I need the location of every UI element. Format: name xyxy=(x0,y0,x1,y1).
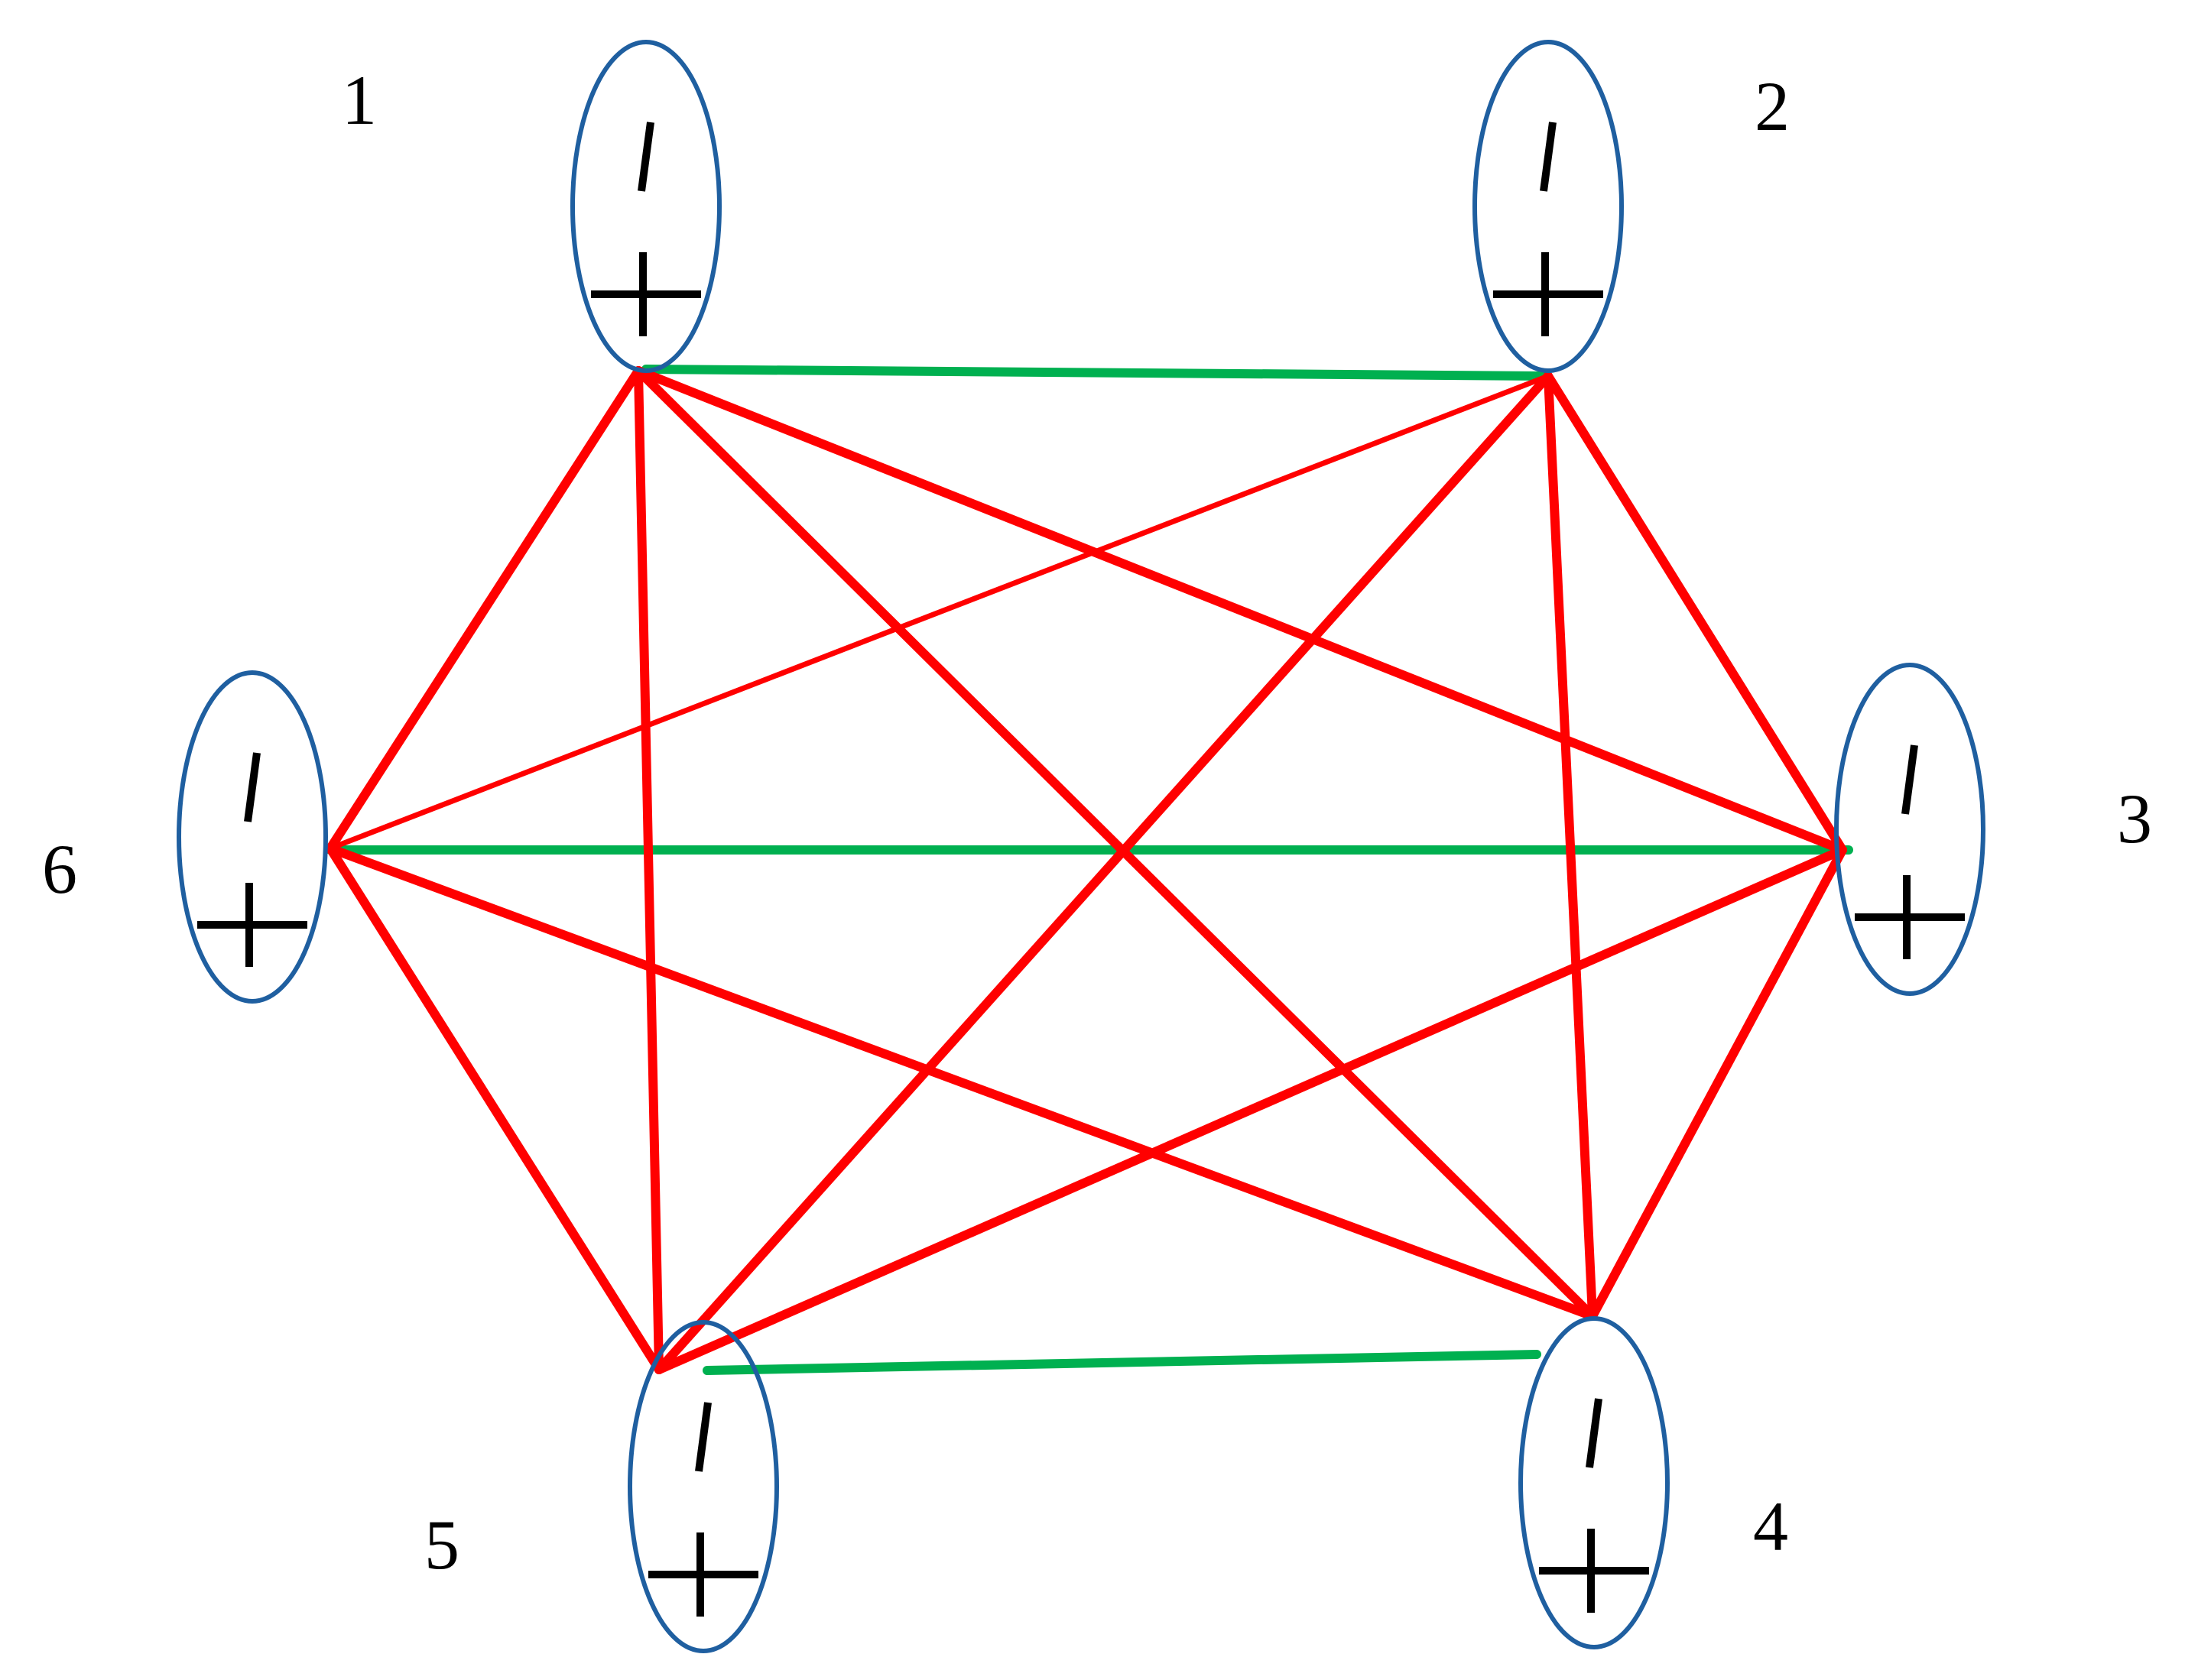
node-label-3: 3 xyxy=(2117,780,2152,858)
edges-layer xyxy=(326,365,1853,1375)
edge-2-5-red xyxy=(654,371,1553,1374)
dipole-node-5 xyxy=(628,1320,779,1653)
plus-sign-icon xyxy=(591,252,701,336)
node-label-4: 4 xyxy=(1753,1487,1788,1565)
node-label-5: 5 xyxy=(424,1506,459,1584)
dipole-node-4 xyxy=(1518,1316,1670,1649)
minus-sign-icon xyxy=(1901,744,1918,815)
plus-sign-icon xyxy=(197,883,307,967)
edge-3-5-red xyxy=(654,845,1847,1374)
dipole-ellipse-1 xyxy=(570,40,722,373)
edge-1-6-red xyxy=(326,366,643,853)
plus-sign-icon xyxy=(1855,875,1965,959)
edge-2-4-red xyxy=(1544,371,1597,1321)
edge-1-5-red xyxy=(634,366,664,1374)
node-label-1: 1 xyxy=(342,61,377,139)
plus-sign-icon xyxy=(648,1532,758,1617)
nodes-layer xyxy=(177,40,1985,1653)
minus-sign-icon xyxy=(638,122,654,192)
minus-sign-icon xyxy=(244,752,261,822)
edge-2-6-red xyxy=(327,373,1551,851)
edge-1-2-green xyxy=(641,365,1547,381)
plus-sign-icon xyxy=(1493,252,1603,336)
edge-1-3-red xyxy=(634,366,1847,855)
edge-2-3-red xyxy=(1544,371,1847,855)
dipole-ellipse-2 xyxy=(1472,40,1624,373)
minus-sign-icon xyxy=(1540,122,1557,192)
dipole-node-2 xyxy=(1472,40,1624,373)
dipole-node-1 xyxy=(570,40,722,373)
edge-6-5-red xyxy=(326,844,664,1374)
minus-sign-icon xyxy=(1586,1398,1602,1468)
edge-3-4-red xyxy=(1588,845,1847,1321)
node-label-6: 6 xyxy=(42,830,77,908)
minus-sign-icon xyxy=(695,1402,712,1472)
dipole-ellipse-4 xyxy=(1518,1316,1670,1649)
dipole-ellipse-5 xyxy=(628,1320,779,1653)
dipole-node-6 xyxy=(177,670,328,1004)
dipole-ellipse-3 xyxy=(1834,663,1985,996)
dipole-node-3 xyxy=(1834,663,1985,996)
labels-layer: 1 2 3 4 5 6 xyxy=(42,61,2152,1584)
edge-6-4-red xyxy=(326,844,1597,1321)
plus-sign-icon xyxy=(1539,1529,1649,1613)
edge-5-4-green xyxy=(703,1350,1541,1375)
dipole-ellipse-6 xyxy=(177,670,328,1004)
node-label-2: 2 xyxy=(1755,67,1790,145)
edge-1-4-red xyxy=(634,366,1597,1321)
